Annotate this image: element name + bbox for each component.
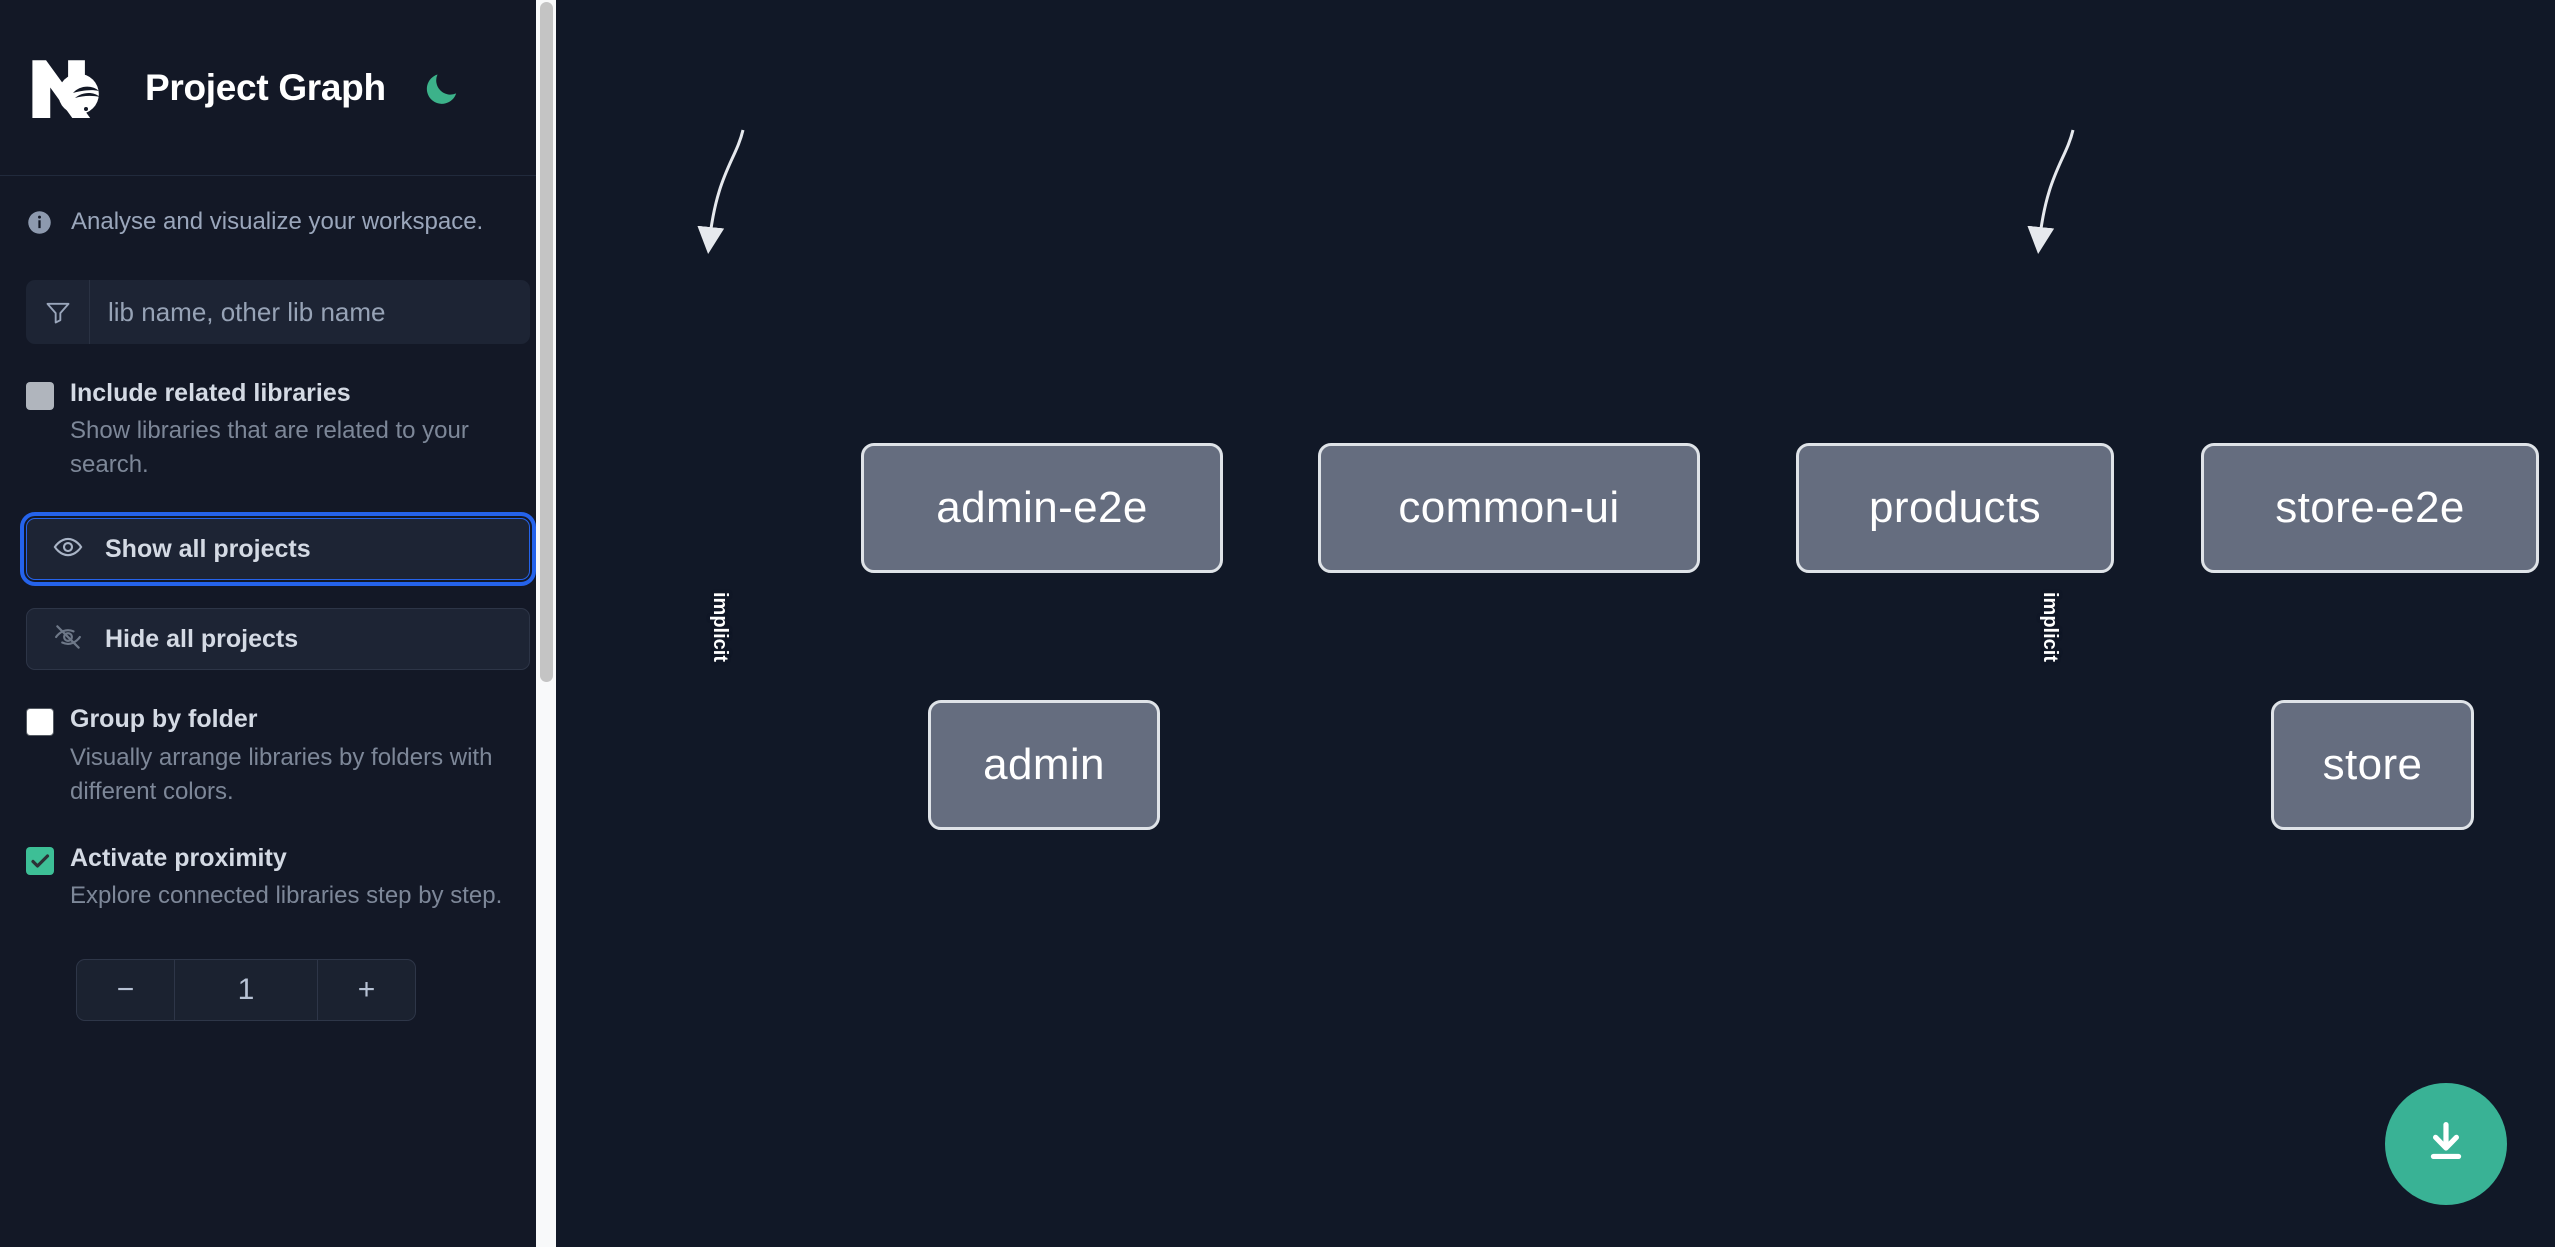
option-label: Group by folder — [70, 705, 258, 734]
show-all-projects-button[interactable]: Show all projects — [20, 512, 536, 587]
graph-node-label: store-e2e — [2275, 483, 2465, 532]
option-include-related-libraries[interactable]: Include related libraries Show libraries… — [26, 378, 530, 482]
include-related-libraries-checkbox[interactable] — [26, 382, 54, 410]
eye-icon — [53, 532, 83, 567]
download-graph-button[interactable] — [2385, 1083, 2507, 1205]
search-input[interactable] — [90, 280, 530, 344]
graph-edge-label-store: implicit — [2039, 592, 2061, 663]
option-label: Include related libraries — [70, 379, 351, 407]
graph-node-admin-e2e[interactable]: admin-e2e — [861, 443, 1223, 573]
proximity-increment-button[interactable]: + — [317, 960, 415, 1021]
sidebar-scrollbar-thumb[interactable] — [540, 2, 553, 682]
option-description: Show libraries that are related to your … — [70, 417, 469, 479]
graph-node-products[interactable]: products — [1796, 443, 2114, 573]
proximity-value: 1 — [237, 973, 255, 1007]
graph-node-label: admin — [983, 740, 1105, 789]
eye-off-icon — [53, 622, 83, 657]
option-description: Visually arrange libraries by folders wi… — [70, 743, 493, 805]
workspace-note: Analyse and visualize your workspace. — [0, 176, 556, 268]
sidebar-body: Include related libraries Show libraries… — [0, 280, 556, 1022]
graph-node-common-ui[interactable]: common-ui — [1318, 443, 1700, 573]
hide-all-projects-label: Hide all projects — [105, 624, 299, 653]
workspace-note-text: Analyse and visualize your workspace. — [71, 208, 484, 235]
visibility-button-group: Show all projects Hide all projects — [20, 512, 536, 671]
graph-edge-label-admin: implicit — [709, 592, 731, 663]
filter-row — [26, 280, 530, 344]
activate-proximity-checkbox[interactable] — [26, 846, 54, 875]
proximity-decrement-button[interactable]: − — [77, 960, 175, 1021]
option-description: Explore connected libraries step by step… — [70, 882, 503, 910]
funnel-filter-icon — [26, 280, 90, 344]
sidebar-header: Project Graph — [0, 0, 556, 176]
graph-node-label: common-ui — [1398, 483, 1620, 532]
proximity-stepper: − 1 + — [76, 959, 416, 1022]
show-all-projects-label: Show all projects — [105, 534, 311, 563]
graph-edges — [697, 129, 2075, 254]
page-title: Project Graph — [145, 66, 386, 108]
graph-node-store[interactable]: store — [2271, 700, 2474, 830]
download-icon — [2420, 1117, 2472, 1172]
option-group-by-folder[interactable]: Group by folder Visually arrange librari… — [26, 704, 530, 808]
sidebar: Project Graph Analyse and visualize your… — [0, 0, 556, 1247]
option-label: Activate proximity — [70, 843, 287, 872]
nx-logo-icon — [26, 57, 118, 119]
graph-canvas[interactable]: admin-e2e common-ui products store-e2e a… — [556, 0, 2555, 1247]
info-icon — [26, 209, 53, 236]
graph-node-admin[interactable]: admin — [928, 700, 1160, 830]
moon-icon[interactable] — [420, 66, 464, 110]
option-activate-proximity[interactable]: Activate proximity Explore connected lib… — [26, 843, 530, 913]
group-by-folder-checkbox[interactable] — [26, 708, 54, 737]
graph-node-store-e2e[interactable]: store-e2e — [2201, 443, 2539, 573]
graph-node-label: products — [1869, 483, 2041, 532]
sidebar-scrollbar[interactable] — [536, 0, 556, 1247]
graph-node-label: store — [2322, 740, 2423, 789]
hide-all-projects-button[interactable]: Hide all projects — [26, 608, 530, 671]
graph-node-label: admin-e2e — [936, 483, 1148, 532]
